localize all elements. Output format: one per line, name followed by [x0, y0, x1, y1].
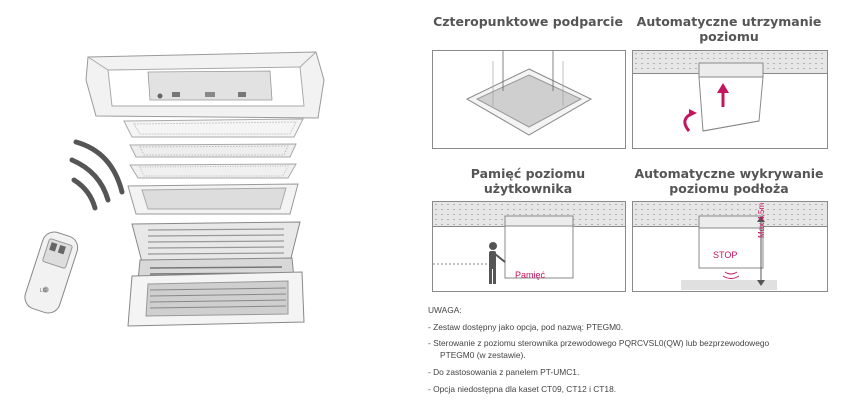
panel-floor-detection: STOP Max 4,5m: [632, 201, 828, 292]
panel-user-level-memory: Pamięć: [432, 201, 626, 292]
panel-title-user-level-memory: Pamięć poziomu użytkownika: [470, 166, 586, 196]
stop-label: STOP: [713, 250, 738, 260]
notes-heading: UWAGA:: [428, 305, 462, 315]
note-item-2: - Sterowanie z poziomu sterownika przewo…: [428, 338, 770, 348]
sensor-waves-icon: [722, 271, 740, 279]
floor-detection-illustration: [681, 215, 777, 290]
exploded-cassette-illustration: LG: [24, 51, 325, 327]
cassette-unit: [85, 51, 325, 119]
panel-four-point-support: [432, 50, 626, 149]
note-item-4: - Opcja niedostępna dla kaset CT09, CT12…: [428, 384, 617, 394]
signal-waves-icon: [69, 139, 125, 211]
note-item-2-cont: PTEGM0 (w zestawie).: [440, 350, 526, 360]
note-item-3: - Do zastosowania z panelem PT-UMC1.: [428, 367, 580, 377]
rotate-arrow-icon: [683, 111, 694, 132]
panel-title-auto-leveling: Automatyczne utrzymanie poziomu: [636, 14, 822, 44]
user-level-memory-illustration: [433, 215, 574, 284]
panel-title-floor-detection: Automatyczne wykrywanie poziomu podłoża: [634, 166, 824, 196]
filter-plate-2: [129, 143, 297, 158]
note-item-1: - Zestaw dostępny jako opcja, pod nazwą:…: [428, 322, 624, 332]
max-height-label: Max 4,5m: [757, 202, 766, 238]
auto-leveling-illustration: [683, 62, 764, 132]
person-icon: [489, 242, 506, 284]
bottom-grille-panel: [127, 271, 305, 327]
up-arrow-icon: [717, 83, 729, 93]
filter-plate-3: [129, 163, 297, 179]
grille-frame: [127, 183, 299, 215]
remote-control: [24, 231, 79, 314]
filter-plate-1: [123, 118, 304, 138]
four-point-support-illustration: [465, 51, 593, 136]
lg-logo: LG: [40, 288, 47, 294]
panel-title-four-point-support: Czteropunktowe podparcie: [433, 14, 623, 29]
memory-label: Pamięć: [515, 270, 546, 280]
panel-auto-leveling: [632, 50, 828, 149]
